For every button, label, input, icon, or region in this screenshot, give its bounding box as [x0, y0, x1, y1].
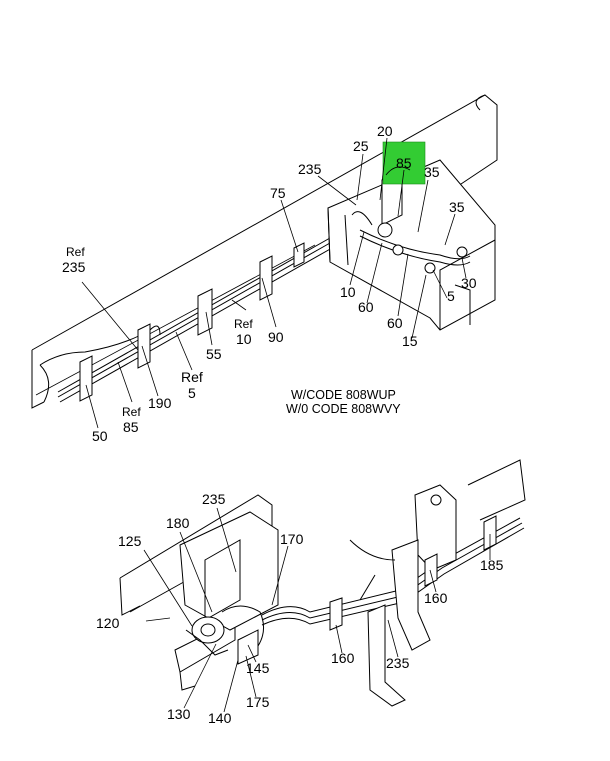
callout-185: 185: [480, 557, 504, 573]
lower-left-assembly: [179, 511, 279, 665]
callout-130: 130: [167, 706, 191, 722]
upper-view: 20 25 235 85 35 75 35 10 60 5 30 60 15 R…: [31, 94, 498, 444]
callout-75: 75: [270, 185, 286, 201]
lower-clips: [329, 515, 497, 631]
ref-235-ref: Ref: [66, 245, 85, 259]
lower-harness: [261, 517, 525, 626]
callout-60-a: 60: [358, 299, 374, 315]
callout-25: 25: [353, 138, 369, 154]
callout-15: 15: [402, 333, 418, 349]
ref-235-num: 235: [62, 259, 86, 275]
ref-10-ref: Ref: [234, 317, 253, 331]
callout-35-b: 35: [449, 199, 465, 215]
callout-145: 145: [246, 660, 270, 676]
callout-50: 50: [92, 428, 108, 444]
upper-battery-box: [327, 159, 496, 331]
lower-right-frame: [349, 459, 526, 707]
highlight-box-85[interactable]: [382, 141, 426, 185]
callout-235-lower-a: 235: [202, 491, 226, 507]
callout-190: 190: [148, 395, 172, 411]
highlight-part-outline: [385, 166, 411, 176]
callout-120: 120: [96, 615, 120, 631]
callout-160-a: 160: [424, 590, 448, 606]
callout-85-highlighted[interactable]: 85: [396, 155, 412, 171]
ref-5-ref: Ref: [181, 369, 203, 385]
callout-5: 5: [447, 288, 455, 304]
upper-clips: [79, 242, 305, 402]
callout-140: 140: [208, 710, 232, 726]
ref-85-ref: Ref: [122, 405, 141, 419]
code-note-line-1: W/CODE 808WUP: [291, 388, 396, 402]
code-note-line-2: W/0 CODE 808WVY: [286, 402, 401, 416]
callout-10: 10: [340, 284, 356, 300]
upper-leaders: [81, 137, 467, 429]
callout-60-b: 60: [387, 315, 403, 331]
callout-55: 55: [206, 346, 222, 362]
callout-170: 170: [280, 531, 304, 547]
upper-harness: [57, 237, 333, 403]
callout-180: 180: [166, 515, 190, 531]
callout-90: 90: [268, 329, 284, 345]
callout-20: 20: [377, 123, 393, 139]
callout-35-a: 35: [424, 164, 440, 180]
callout-160-b: 160: [331, 650, 355, 666]
ref-5-num: 5: [188, 385, 196, 401]
ref-10-num: 10: [236, 331, 252, 347]
ref-85-num: 85: [123, 419, 139, 435]
callout-175: 175: [246, 694, 270, 710]
lower-leaders: [143, 507, 491, 713]
callout-235-lower-b: 235: [386, 655, 410, 671]
callout-235-upper: 235: [298, 161, 322, 177]
lower-view: 235 180 125 170 120 185 160 160 235 145 …: [96, 459, 526, 726]
callout-125: 125: [118, 533, 142, 549]
callout-30: 30: [461, 275, 477, 291]
